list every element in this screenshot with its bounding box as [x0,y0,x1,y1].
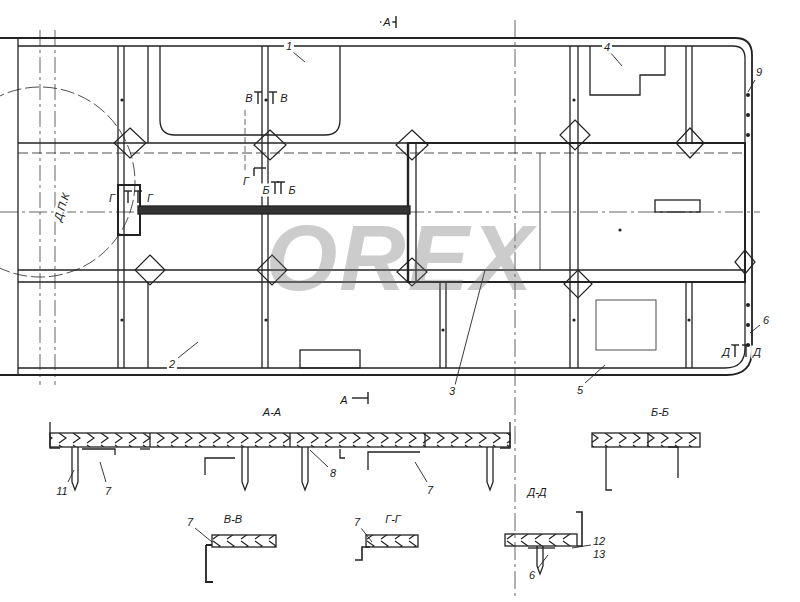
section-marker: В [243,92,254,105]
callout-number: 6 [527,569,537,582]
section-title: Б-Б [649,406,671,419]
section-marker: В [278,92,289,105]
section-marker: Б [286,184,297,197]
watermark: OREX [266,212,535,304]
callout-number: 6 [761,314,771,327]
section-marker: Г [241,175,251,188]
callout-number: 9 [754,66,764,79]
callout-number: 13 [591,548,607,561]
section-title: А-А [261,406,283,419]
callout-number: 7 [352,516,362,529]
section-marker: Б [260,184,271,197]
section-marker: А [338,394,349,407]
callout-number: 3 [447,385,457,398]
section-marker: Г [145,192,155,205]
section-marker: А [381,16,392,29]
section-marker: Д [720,346,732,359]
callout-number: 4 [602,41,612,54]
section-title: Д-Д [525,486,548,499]
callout-number: 2 [167,358,177,371]
callout-number: 11 [54,485,69,498]
reference-mark: Д.П.К [51,190,73,225]
callout-number: 8 [328,467,338,480]
callout-number: 12 [591,535,607,548]
section-title: В-В [222,513,244,526]
callout-number: 5 [575,384,585,397]
callout-number: 7 [425,484,435,497]
callout-number: 7 [185,516,195,529]
callout-number: 7 [103,485,113,498]
section-title: Г-Г [383,513,403,526]
callout-number: 1 [284,40,294,53]
section-marker: Г [107,192,117,205]
section-marker: Д [751,346,763,359]
